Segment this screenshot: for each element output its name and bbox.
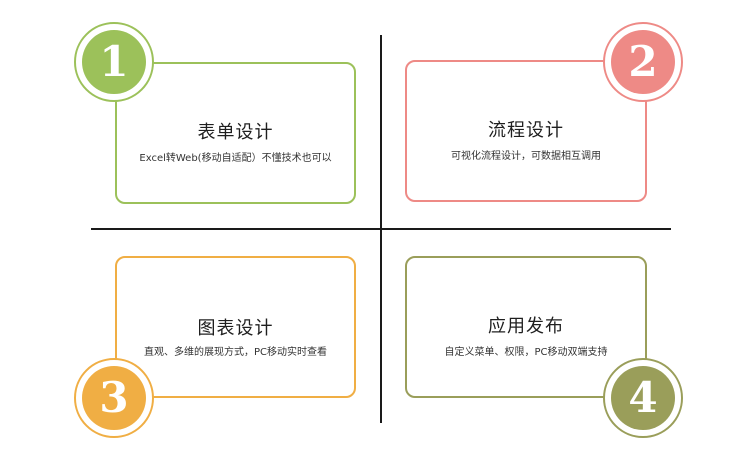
number-badge-4: 4 — [603, 358, 683, 438]
number-2: 2 — [611, 30, 675, 94]
card-title: 图表设计 — [197, 318, 274, 339]
card-app-publish: 应用发布 自定义菜单、权限，PC移动双端支持 — [405, 256, 647, 398]
card-title: 应用发布 — [488, 316, 564, 337]
card-subtitle: 直观、多维的展现方式，PC移动实时查看 — [143, 347, 327, 358]
card-title: 表单设计 — [197, 122, 274, 143]
number-badge-1: 1 — [74, 22, 154, 102]
card-process-design: 流程设计 可视化流程设计，可数据相互调用 — [405, 60, 647, 202]
card-subtitle: 可视化流程设计，可数据相互调用 — [451, 151, 601, 162]
number-3: 3 — [82, 366, 146, 430]
card-subtitle: 自定义菜单、权限，PC移动双端支持 — [444, 347, 608, 358]
number-4: 4 — [611, 366, 675, 430]
horizontal-divider — [91, 228, 671, 230]
card-subtitle: Excel转Web(移动自适配）不懂技术也可以 — [139, 153, 332, 164]
number-badge-3: 3 — [74, 358, 154, 438]
card-form-design: 表单设计 Excel转Web(移动自适配）不懂技术也可以 — [115, 62, 356, 204]
card-title: 流程设计 — [488, 120, 564, 141]
number-1: 1 — [82, 30, 146, 94]
card-chart-design: 图表设计 直观、多维的展现方式，PC移动实时查看 — [115, 256, 356, 398]
number-badge-2: 2 — [603, 22, 683, 102]
